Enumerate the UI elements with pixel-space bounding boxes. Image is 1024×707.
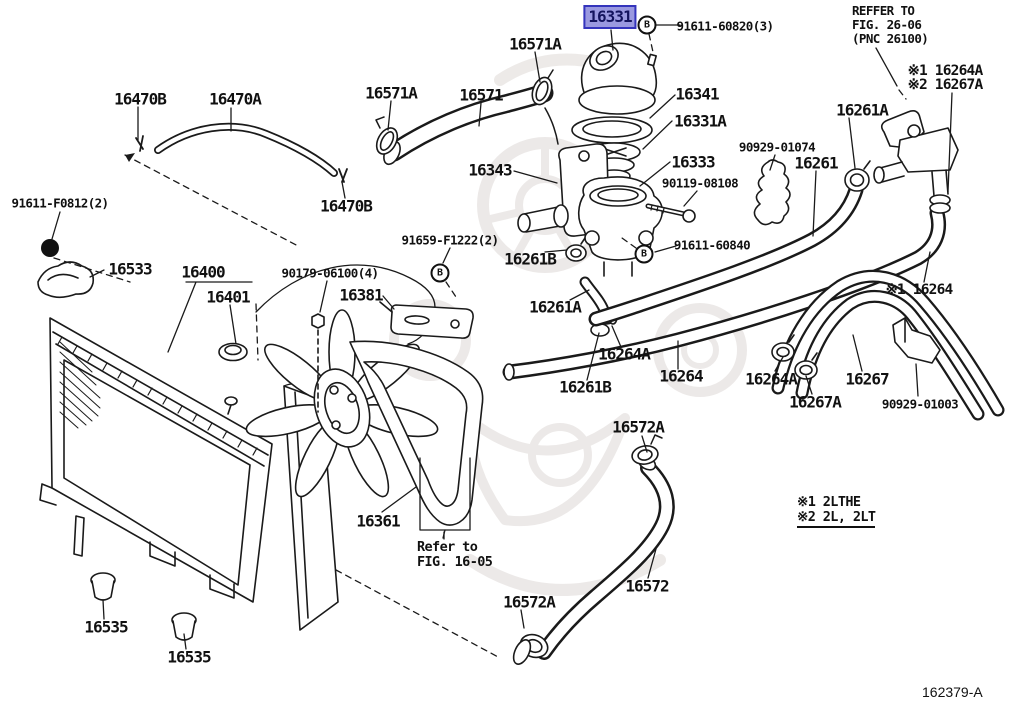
bracket-16533 (37, 261, 95, 299)
part-label-16264A[interactable]: 16264A (598, 344, 651, 364)
part-label-91611-60840[interactable]: 91611-60840 (673, 237, 751, 253)
part-label-16401[interactable]: 16401 (206, 287, 250, 307)
clamps-16264A-16267A (771, 334, 818, 380)
part-label-16535-2[interactable]: 16535 (167, 647, 211, 667)
part-label-16264A-note[interactable]: ※1 16264A (907, 63, 984, 79)
legend-line-1: ※1 2LTHE (797, 494, 861, 510)
part-label-16261B-2[interactable]: 16261B (559, 377, 612, 397)
part-label-16571A-2[interactable]: 16571A (509, 34, 562, 54)
part-label-16572A-2[interactable]: 16572A (503, 592, 556, 612)
part-label-16264[interactable]: 16264 (659, 366, 703, 386)
bolt-marker-icon: B (637, 15, 657, 35)
refer-note: Refer to FIG. 16-05 (417, 539, 493, 570)
part-label-16261A-2[interactable]: 16261A (836, 100, 889, 120)
note-line: REFFER TO (852, 3, 915, 18)
dashed-arrowhead (125, 153, 135, 162)
part-label-91611-60820[interactable]: 91611-60820(3) (676, 18, 775, 34)
part-label-16331A[interactable]: 16331A (674, 111, 727, 131)
note-line: FIG. 26-06 (852, 17, 922, 32)
figure-code: 162379-A (922, 684, 983, 700)
radiator-16400 (39, 264, 436, 603)
part-label-90179-06100[interactable]: 90179-06100(4) (281, 265, 380, 281)
hoses-16267 (771, 269, 1005, 421)
bolt-dot-icon (41, 239, 59, 257)
clamp-16261A-right (844, 160, 871, 192)
part-label-16572[interactable]: 16572 (625, 576, 669, 596)
dashed-leaders (53, 33, 907, 659)
part-label-16261[interactable]: 16261 (794, 153, 838, 173)
hose-16572 (512, 434, 675, 665)
part-label-16264-note[interactable]: ※1 16264 (885, 282, 954, 298)
note-line: (PNC 26100) (852, 31, 929, 46)
bracket-90929-01003 (892, 317, 941, 364)
note-line: FIG. 16-05 (417, 554, 493, 570)
grommets-16535 (90, 572, 197, 641)
bracket-90929-01074 (753, 159, 791, 226)
rear-heater-union (873, 110, 959, 214)
part-label-16470B-2[interactable]: 16470B (320, 196, 373, 216)
part-label-16535[interactable]: 16535 (84, 617, 128, 637)
part-label-16571A[interactable]: 16571A (365, 83, 418, 103)
part-label-16267[interactable]: 16267 (845, 369, 889, 389)
part-label-16333[interactable]: 16333 (671, 152, 715, 172)
part-label-16267A-note[interactable]: ※2 16267A (907, 77, 984, 93)
part-label-16264A-2[interactable]: 16264A (745, 369, 798, 389)
bracket-16381 (379, 301, 474, 339)
part-label-16267A[interactable]: 16267A (789, 392, 842, 412)
gasket-16341 (571, 116, 653, 144)
cooling-fan (245, 309, 439, 498)
top-right-reference-note: REFFER TO FIG. 26-06 (PNC 26100) (852, 3, 929, 46)
part-label-90119-08108[interactable]: 90119-08108 (661, 175, 739, 191)
engine-legend: ※1 2LTHE ※2 2L, 2LT (797, 494, 876, 528)
part-label-16341[interactable]: 16341 (675, 84, 719, 104)
part-label-16470B[interactable]: 16470B (114, 89, 167, 109)
leader-lines (51, 24, 953, 650)
part-label-91659-F1222[interactable]: 91659-F1222(2) (401, 232, 500, 248)
part-label-16571[interactable]: 16571 (459, 85, 503, 105)
note-line: Refer to (417, 539, 478, 555)
part-label-90929-01074[interactable]: 90929-01074 (738, 139, 816, 155)
part-label-16343[interactable]: 16343 (468, 160, 512, 180)
hose-16571 (375, 69, 559, 166)
part-label-16331[interactable]: 16331 (583, 5, 637, 29)
bolt-marker-icon: B (430, 263, 450, 283)
part-label-16572A[interactable]: 16572A (612, 417, 665, 437)
hose-16470A (135, 122, 348, 183)
part-label-16400[interactable]: 16400 (181, 262, 225, 282)
pipe-16264 (502, 205, 947, 381)
nut-90179-06100 (311, 313, 325, 413)
bolt-marker-icon: B (634, 244, 654, 264)
water-outlet-16331 (578, 42, 658, 115)
hose-16261 (588, 182, 864, 327)
elbow-16261B (517, 204, 569, 233)
part-label-16470A[interactable]: 16470A (209, 89, 262, 109)
part-label-90929-01003[interactable]: 90929-01003 (881, 396, 959, 412)
part-label-16533[interactable]: 16533 (108, 259, 152, 279)
water-inlet-16333 (577, 176, 664, 277)
part-label-16361[interactable]: 16361 (356, 511, 400, 531)
part-label-16261A[interactable]: 16261A (529, 297, 582, 317)
legend-line-2: ※2 2L, 2LT (797, 510, 876, 528)
stud-bolt-90119-08108 (645, 203, 696, 223)
part-label-91611-F0812[interactable]: 91611-F0812(2) (11, 195, 110, 211)
part-label-16381[interactable]: 16381 (339, 285, 383, 305)
clamp-16261B-upper (565, 237, 587, 262)
part-label-16261B[interactable]: 16261B (504, 249, 557, 269)
